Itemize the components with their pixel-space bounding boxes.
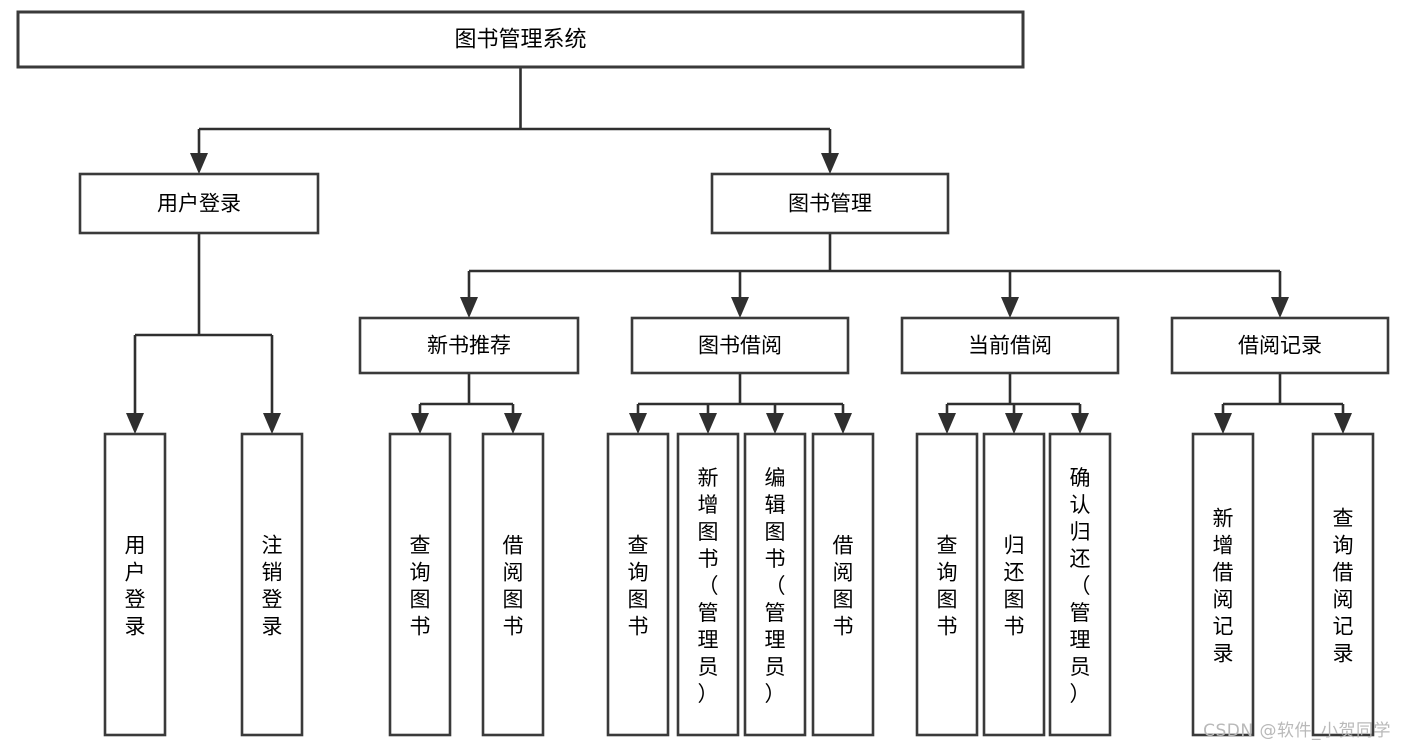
node-leaf-user-login-label: 用户登录 <box>125 534 146 639</box>
node-leaf-query-record-label: 查询借阅记录 <box>1333 507 1354 666</box>
node-book-management-label: 图书管理 <box>788 192 872 216</box>
node-leaf-borrow-book-2[interactable]: 借阅图书 <box>811 432 875 737</box>
connector-layer <box>126 67 1352 434</box>
node-leaf-query-book-1-rect <box>388 432 452 737</box>
node-leaf-borrow-book-2-rect <box>811 432 875 737</box>
node-new-book-recommend[interactable]: 新书推荐 <box>358 316 580 375</box>
node-leaf-confirm-return-rect <box>1048 432 1112 737</box>
node-user-login-label: 用户登录 <box>157 192 241 216</box>
node-leaf-confirm-return[interactable]: 确认归还（管理员） <box>1048 432 1112 737</box>
node-leaf-query-book-2[interactable]: 查询图书 <box>606 432 670 737</box>
node-leaf-confirm-return-label: 确认归还（管理员） <box>1070 466 1091 706</box>
node-leaf-borrow-book-1[interactable]: 借阅图书 <box>481 432 545 737</box>
node-leaf-borrow-book-1-label: 借阅图书 <box>503 534 524 639</box>
node-leaf-query-record[interactable]: 查询借阅记录 <box>1311 432 1375 737</box>
node-layer: 图书管理系统用户登录图书管理新书推荐图书借阅当前借阅借阅记录用户登录注销登录查询… <box>16 10 1390 737</box>
node-leaf-user-login[interactable]: 用户登录 <box>103 432 167 737</box>
arrow-down-icon-leaf-book-borrow-0 <box>629 413 647 434</box>
node-user-login[interactable]: 用户登录 <box>78 172 320 235</box>
node-leaf-query-book-1-label: 查询图书 <box>410 534 431 639</box>
node-book-management-rect <box>710 172 950 235</box>
node-root-rect <box>16 10 1025 69</box>
arrow-down-icon-leaf-current-borrow-0 <box>938 413 956 434</box>
node-book-management[interactable]: 图书管理 <box>710 172 950 235</box>
node-borrow-record[interactable]: 借阅记录 <box>1170 316 1390 375</box>
node-current-borrow[interactable]: 当前借阅 <box>900 316 1120 375</box>
node-leaf-add-record[interactable]: 新增借阅记录 <box>1191 432 1255 737</box>
node-leaf-add-book-rect <box>676 432 740 737</box>
arrow-down-icon-leaf-book-borrow-1 <box>699 413 717 434</box>
arrow-down-icon-level3-2 <box>1001 297 1019 318</box>
arrow-down-icon-leaf-new-book-recommend-1 <box>504 413 522 434</box>
arrow-down-icon-level3-1 <box>731 297 749 318</box>
node-current-borrow-label: 当前借阅 <box>968 334 1052 358</box>
node-leaf-return-book-rect <box>982 432 1046 737</box>
node-leaf-add-book-label: 新增图书（管理员） <box>698 466 719 706</box>
arrow-down-icon-level3-0 <box>460 297 478 318</box>
arrow-down-icon-leaf-user-login-1 <box>263 413 281 434</box>
node-leaf-query-book-2-rect <box>606 432 670 737</box>
node-book-borrow-rect <box>630 316 850 375</box>
arrow-down-icon-level2-0 <box>190 153 208 174</box>
node-leaf-add-book[interactable]: 新增图书（管理员） <box>676 432 740 737</box>
node-leaf-query-book-1[interactable]: 查询图书 <box>388 432 452 737</box>
arrow-down-icon-leaf-current-borrow-2 <box>1071 413 1089 434</box>
node-leaf-borrow-book-1-rect <box>481 432 545 737</box>
arrow-down-icon-leaf-book-borrow-2 <box>766 413 784 434</box>
node-borrow-record-label: 借阅记录 <box>1238 334 1322 358</box>
node-leaf-edit-book-rect <box>743 432 807 737</box>
node-leaf-query-book-2-label: 查询图书 <box>628 534 649 639</box>
node-leaf-logout-label: 注销登录 <box>262 534 283 639</box>
node-leaf-query-book-3-rect <box>915 432 979 737</box>
node-leaf-query-book-3[interactable]: 查询图书 <box>915 432 979 737</box>
node-leaf-query-record-rect <box>1311 432 1375 737</box>
node-book-borrow-label: 图书借阅 <box>698 334 782 358</box>
arrow-down-icon-leaf-new-book-recommend-0 <box>411 413 429 434</box>
node-leaf-query-book-3-label: 查询图书 <box>937 534 958 639</box>
arrow-down-icon-leaf-borrow-record-1 <box>1334 413 1352 434</box>
arrow-down-icon-leaf-borrow-record-0 <box>1214 413 1232 434</box>
node-leaf-add-record-label: 新增借阅记录 <box>1213 507 1234 666</box>
node-leaf-edit-book[interactable]: 编辑图书（管理员） <box>743 432 807 737</box>
node-leaf-edit-book-label: 编辑图书（管理员） <box>765 466 786 706</box>
node-leaf-user-login-rect <box>103 432 167 737</box>
node-leaf-logout[interactable]: 注销登录 <box>240 432 304 737</box>
node-leaf-return-book[interactable]: 归还图书 <box>982 432 1046 737</box>
node-root[interactable]: 图书管理系统 <box>16 10 1025 69</box>
node-borrow-record-rect <box>1170 316 1390 375</box>
arrow-down-icon-leaf-current-borrow-1 <box>1005 413 1023 434</box>
node-leaf-add-record-rect <box>1191 432 1255 737</box>
node-leaf-logout-rect <box>240 432 304 737</box>
arrow-down-icon-level2-1 <box>821 153 839 174</box>
arrow-down-icon-leaf-book-borrow-3 <box>834 413 852 434</box>
node-leaf-borrow-book-2-label: 借阅图书 <box>833 534 854 639</box>
arrow-down-icon-level3-3 <box>1271 297 1289 318</box>
node-book-borrow[interactable]: 图书借阅 <box>630 316 850 375</box>
arrow-down-icon-leaf-user-login-0 <box>126 413 144 434</box>
node-current-borrow-rect <box>900 316 1120 375</box>
node-new-book-recommend-rect <box>358 316 580 375</box>
node-root-label: 图书管理系统 <box>454 28 586 53</box>
node-new-book-recommend-label: 新书推荐 <box>427 334 511 358</box>
node-leaf-return-book-label: 归还图书 <box>1004 534 1025 639</box>
node-user-login-rect <box>78 172 320 235</box>
